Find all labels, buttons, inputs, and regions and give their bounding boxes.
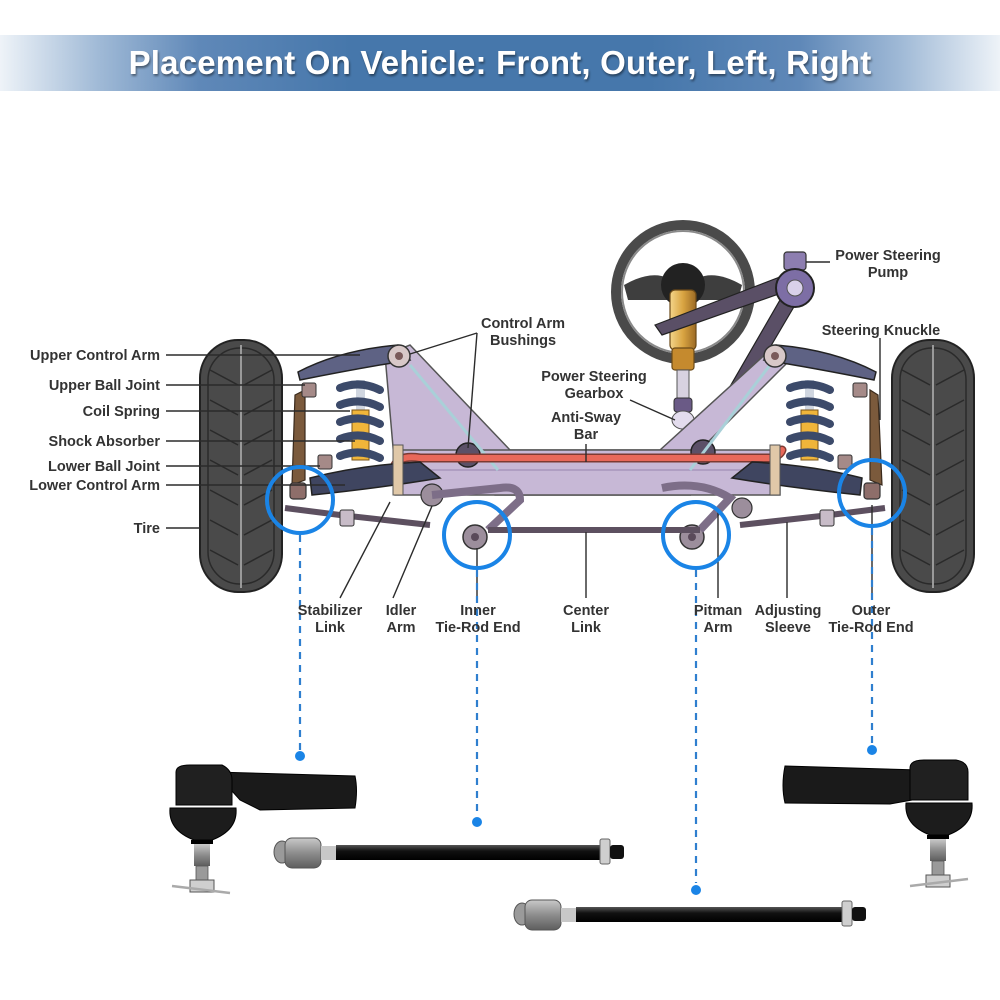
top-labels: Control Arm Bushings Power Steering Gear…: [481, 248, 941, 443]
product-outer-tie-rod-end-left: [169, 764, 357, 895]
label-outer-tie-rod-end-line2: Tie-Rod End: [828, 620, 913, 636]
label-upper-control-arm: Upper Control Arm: [30, 348, 160, 364]
label-center-link-line2: Link: [571, 620, 602, 636]
label-adjusting-sleeve-line2: Sleeve: [765, 620, 811, 636]
label-control-arm-bushings-line1: Control Arm: [481, 316, 565, 332]
label-power-steering-gearbox-line1: Power Steering: [541, 369, 647, 385]
power-steering-pump-illustration: [654, 251, 815, 396]
leader-lines: [166, 261, 881, 599]
highlight-ring-left-outer-tie-rod-end: [265, 465, 335, 535]
label-pitman-arm-line1: Pitman: [694, 603, 742, 619]
label-upper-ball-joint: Upper Ball Joint: [49, 378, 160, 394]
highlight-ring-left-inner-tie-rod-end: [442, 500, 512, 570]
label-center-link-line1: Center: [563, 603, 609, 619]
label-pitman-arm-line2: Arm: [703, 620, 732, 636]
header-banner: Placement On Vehicle: Front, Outer, Left…: [0, 35, 1000, 91]
label-adjusting-sleeve-line1: Adjusting: [755, 603, 822, 619]
label-power-steering-pump-line2: Pump: [868, 265, 908, 281]
label-inner-tie-rod-end-line1: Inner: [460, 603, 496, 619]
label-anti-sway-bar-line2: Bar: [574, 427, 599, 443]
left-suspension-illustration: [199, 339, 525, 593]
label-anti-sway-bar-line1: Anti-Sway: [551, 410, 621, 426]
product-inner-tie-rod-left: [273, 837, 624, 869]
label-lower-control-arm: Lower Control Arm: [29, 478, 160, 494]
connector-dot-right-inner: [691, 885, 701, 895]
page-title: Placement On Vehicle: Front, Outer, Left…: [128, 44, 872, 81]
label-tire: Tire: [134, 521, 160, 537]
highlight-ring-right-inner-tie-rod-end: [661, 500, 731, 570]
label-steering-knuckle: Steering Knuckle: [822, 323, 940, 339]
highlight-ring-right-outer-tie-rod-end: [837, 458, 907, 528]
connector-dot-left-outer: [295, 751, 305, 761]
label-coil-spring: Coil Spring: [83, 404, 160, 420]
connector-dot-left-inner: [472, 817, 482, 827]
right-suspension-illustration: [661, 339, 975, 593]
product-inner-tie-rod-right: [513, 899, 866, 931]
label-control-arm-bushings-line2: Bushings: [490, 333, 556, 349]
connector-dot-right-outer: [867, 745, 877, 755]
dashed-connectors: [295, 528, 877, 895]
label-outer-tie-rod-end-line1: Outer: [852, 603, 891, 619]
label-idler-arm-line2: Arm: [386, 620, 415, 636]
bottom-labels: Stabilizer Link Idler Arm Inner Tie-Rod …: [298, 603, 914, 636]
label-power-steering-pump-line1: Power Steering: [835, 248, 941, 264]
left-labels: Upper Control Arm Upper Ball Joint Coil …: [29, 348, 160, 537]
label-inner-tie-rod-end-line2: Tie-Rod End: [435, 620, 520, 636]
product-outer-tie-rod-end-right: [782, 759, 973, 888]
label-lower-ball-joint: Lower Ball Joint: [48, 459, 160, 475]
label-shock-absorber: Shock Absorber: [49, 434, 161, 450]
label-idler-arm-line1: Idler: [386, 603, 417, 619]
label-stabilizer-link-line1: Stabilizer: [298, 603, 363, 619]
label-stabilizer-link-line2: Link: [315, 620, 346, 636]
label-power-steering-gearbox-line2: Gearbox: [565, 386, 624, 402]
